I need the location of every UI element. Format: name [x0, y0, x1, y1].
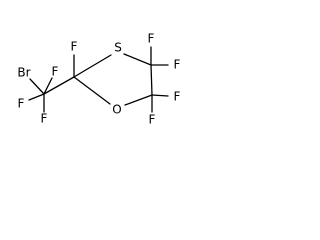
bond-c2-cf2 — [43, 76, 75, 95]
bond-cf2-f-upper — [43, 77, 53, 95]
atom-label-f-cf2-lower: F — [41, 112, 48, 126]
atom-label-f-cf2-upper: F — [52, 65, 59, 79]
molecule-structure: Br F F F F S O F F F F — [17, 32, 180, 127]
atom-label-br: Br — [17, 66, 30, 80]
atom-labels: Br F F F F S O F F F F — [17, 32, 180, 127]
atom-label-o: O — [112, 103, 121, 117]
bond-set — [28, 46, 169, 113]
atom-label-f-c2: F — [71, 40, 78, 54]
atom-label-f-c4-right: F — [174, 58, 181, 72]
atom-label-f-c4-upper: F — [148, 32, 155, 46]
bond-c5-o — [124, 94, 153, 106]
atom-label-f-c5-lower: F — [149, 113, 156, 127]
atom-label-f-cf2-left: F — [18, 97, 25, 111]
bond-cf2-f-left — [28, 93, 45, 101]
bond-o-c2 — [73, 76, 111, 105]
bond-c2-s — [73, 54, 112, 78]
atom-label-f-c5-right: F — [174, 90, 181, 104]
bond-c5-f-right — [151, 94, 169, 97]
bond-c4-c5 — [150, 64, 153, 96]
bond-s-c4 — [123, 53, 152, 66]
bond-cf2-br — [29, 78, 45, 95]
atom-label-s: S — [114, 41, 122, 55]
